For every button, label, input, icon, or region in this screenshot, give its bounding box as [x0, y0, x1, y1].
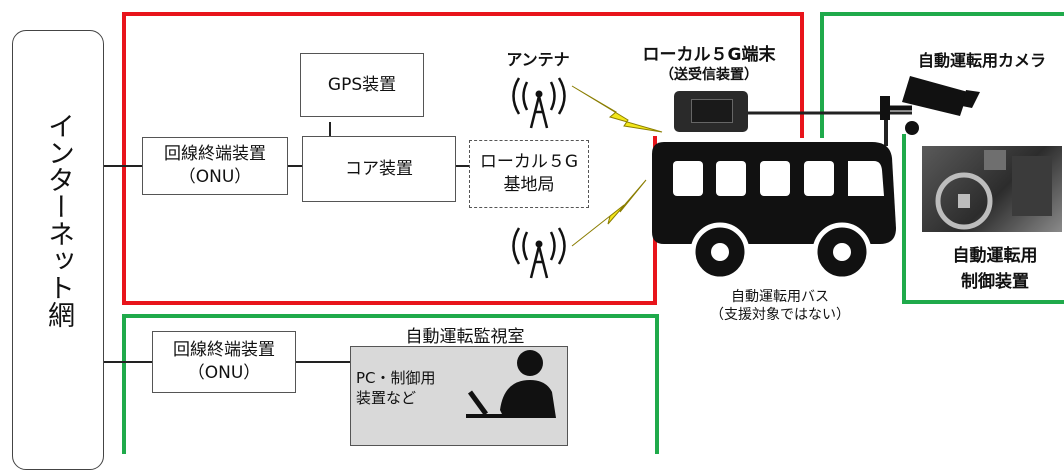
green-right-frame-lower — [902, 134, 1064, 304]
green-right-frame — [820, 12, 1064, 138]
antenna-icon-top — [512, 77, 566, 129]
operator-at-pc-icon — [466, 350, 556, 418]
antenna-label: アンテナ — [506, 50, 570, 69]
bus-label: 自動運転用バス （支援対象ではない） — [710, 289, 850, 324]
gps-device-box: GPS装置 — [300, 53, 424, 117]
control-device-photo — [922, 146, 1062, 232]
core-device-box: コア装置 — [302, 136, 456, 202]
lightning-bolt-icon-bottom — [571, 179, 647, 247]
red-zone-frame — [122, 12, 804, 138]
lightning-bolt-icon-top — [571, 85, 663, 133]
terminal-subtitle: （送受信装置） — [660, 67, 758, 83]
onu-box: 回線終端装置 （ONU） — [142, 137, 288, 195]
control-device-label: 自動運転用 制御装置 — [952, 246, 1038, 292]
monitor-onu-box: 回線終端装置 （ONU） — [152, 331, 296, 393]
terminal-title: ローカル５G端末 — [642, 45, 776, 65]
local5g-base-station-box: ローカル５G 基地局 — [469, 140, 589, 208]
bus-icon — [652, 142, 896, 279]
pc-control-label: PC・制御用 装置など — [356, 369, 436, 408]
camera-label: 自動運転用カメラ — [918, 51, 1047, 70]
camera-icon — [880, 76, 980, 135]
internet-label: インターネット網 — [43, 112, 74, 328]
antenna-icon-bottom — [512, 227, 566, 279]
monitor-room-title: 自動運転監視室 — [405, 327, 525, 347]
green-bottom-frame — [122, 314, 659, 454]
terminal-device-icon — [674, 91, 748, 132]
